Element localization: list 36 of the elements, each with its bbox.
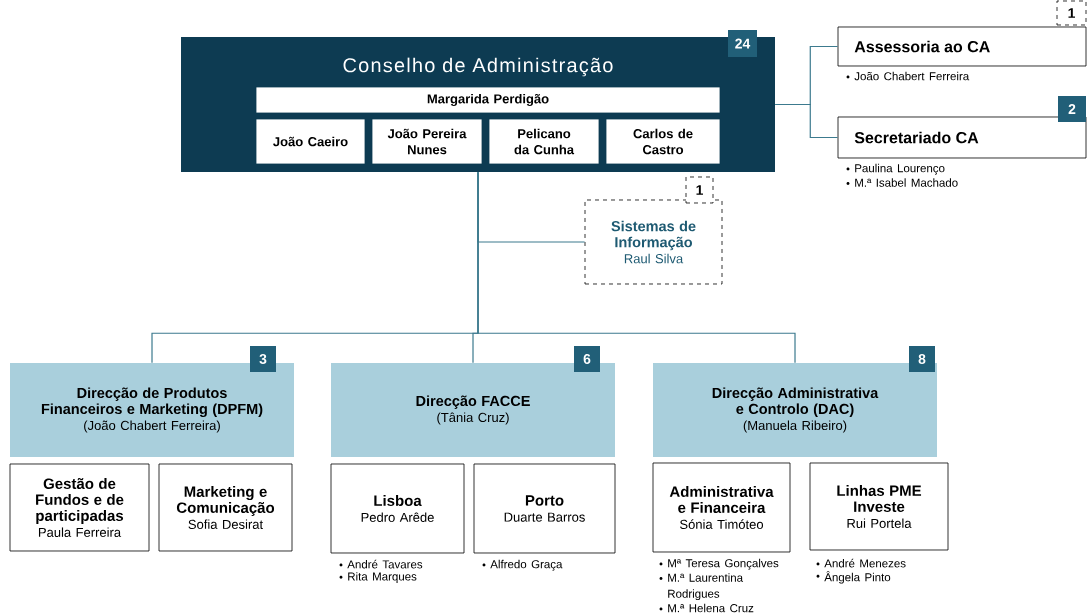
member-name: André Menezes [824, 558, 906, 568]
member-name: Rita Marques [348, 572, 417, 583]
member-name: Ângela Pinto [824, 571, 891, 584]
member-box: Margarida Perdigão [255, 86, 721, 114]
department-box: Direcção FACCE (Tânia Cruz) [331, 363, 615, 457]
member-box: Pelicano da Cunha [488, 118, 600, 165]
member-name: M.ª Laurentina Rodrigues [668, 573, 744, 601]
member-box: Carlos de Castro [605, 118, 721, 165]
department-box: Direcção de Produtos Financeiros e Marketing (DPFM) (João Chabert Ferreira) [10, 363, 294, 457]
count-badge: 1 [685, 176, 714, 204]
unit-box: Gestão de Fundos e de participadas Paula Ferreira [9, 463, 150, 552]
count-badge: 24 [728, 30, 757, 57]
count-badge: 8 [909, 346, 935, 372]
member-box: João Pereira Nunes [371, 118, 483, 165]
connector-line [774, 103, 839, 139]
count-badge: 3 [250, 346, 276, 372]
connector-line [477, 171, 796, 364]
member-name: João Chabert Ferreira [854, 71, 970, 81]
unit-box: Lisboa Pedro Arêde [330, 463, 465, 554]
count-badge: 2 [1058, 96, 1086, 122]
unit-box: Linhas PME Investe Rui Portela [809, 462, 949, 551]
count-badge: 6 [574, 346, 600, 372]
unit-box: Porto Duarte Barros [473, 463, 616, 554]
unit-box: Administrativa e Financeira Sónia Timóteo [652, 462, 791, 553]
member-name: Alfredo Graça [490, 559, 563, 571]
unit-box: Marketing e Comunicação Sofia Desirat [158, 463, 293, 552]
department-box: Direcção Administrativa e Controlo (DAC) (Manuela Ribeiro) [653, 363, 937, 457]
dashed-unit-box: Sistemas de Informação Raul Silva [584, 199, 723, 285]
member-name: M.ª Isabel Machado [855, 178, 958, 187]
member-name: M.ª Helena Cruz [668, 603, 754, 613]
member-box: João Caeiro [255, 118, 366, 165]
member-name: André Tavares [347, 559, 423, 569]
unit-box: Secretariado CA [837, 116, 1087, 159]
member-name: Mª Teresa Gonçalves [668, 558, 779, 570]
count-badge: 1 [1056, 0, 1087, 26]
member-name: Paulina Lourenço [855, 163, 945, 175]
